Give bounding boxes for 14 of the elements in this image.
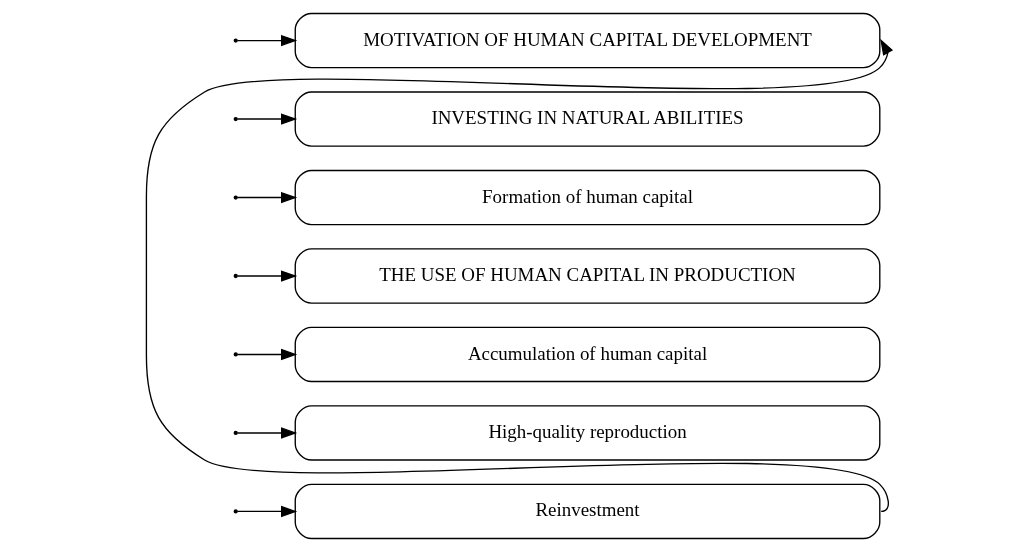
arrow (236, 191, 298, 204)
arrow (236, 34, 298, 47)
node-box: Formation of human capital (294, 169, 881, 226)
arrow (236, 505, 298, 518)
node-box: Accumulation of human capital (294, 326, 881, 383)
node-box: High-quality reproduction (294, 405, 881, 461)
arrow (236, 427, 298, 439)
arrow (236, 270, 298, 282)
node-box: Reinvestment (294, 483, 881, 540)
node-box: MOTIVATION OF HUMAN CAPITAL DEVELOPMENT (294, 12, 881, 69)
node-box: INVESTING IN NATURAL ABILITIES (294, 91, 881, 147)
arrow (236, 113, 298, 125)
arrow (236, 348, 298, 361)
node-box: THE USE OF HUMAN CAPITAL IN PRODUCTION (294, 248, 881, 304)
